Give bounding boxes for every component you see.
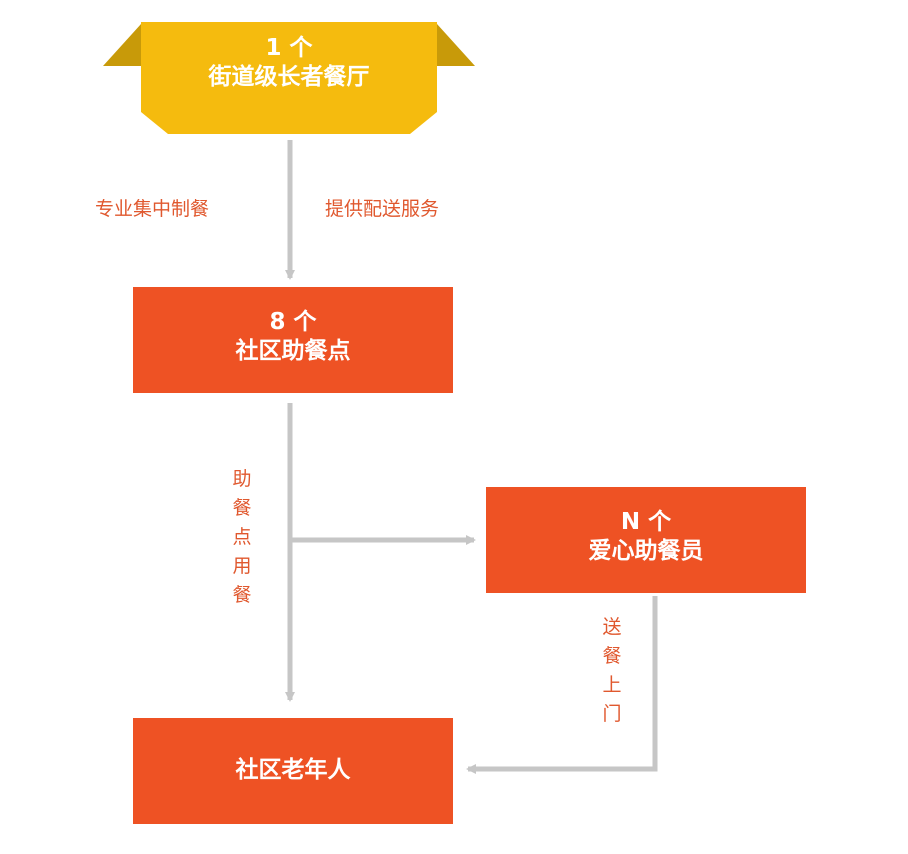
meal-points-name: 社区助餐点 [235, 337, 351, 364]
label-door-delivery: 送餐上门 [602, 616, 622, 725]
label-delivery-service: 提供配送服务 [325, 198, 440, 220]
elderly-box [133, 718, 453, 824]
elderly-node-text: 社区老年人 [133, 756, 453, 785]
volunteers-count: N 个 [620, 509, 672, 535]
label-central-cooking: 专业集中制餐 [95, 198, 210, 220]
meal-points-box [133, 287, 453, 393]
elderly-name: 社区老年人 [235, 757, 351, 783]
connector-volunteers-to-elderly [466, 596, 658, 774]
meal-points-node-text: 8 个 社区助餐点 [133, 308, 453, 366]
volunteers-node-text: N 个 爱心助餐员 [486, 508, 806, 566]
label-dine-at-point: 助餐点用餐 [232, 468, 252, 606]
canteen-count: 1 个 [265, 35, 313, 61]
banner-body [141, 22, 437, 134]
volunteers-box [486, 487, 806, 593]
volunteers-name: 爱心助餐员 [588, 537, 704, 564]
canteen-name: 街道级长者餐厅 [208, 63, 370, 90]
banner-left-fold [103, 24, 141, 66]
meal-points-count: 8 个 [269, 309, 317, 335]
canteen-node-text: 1 个 街道级长者餐厅 [141, 34, 437, 92]
banner-right-fold [437, 24, 475, 66]
